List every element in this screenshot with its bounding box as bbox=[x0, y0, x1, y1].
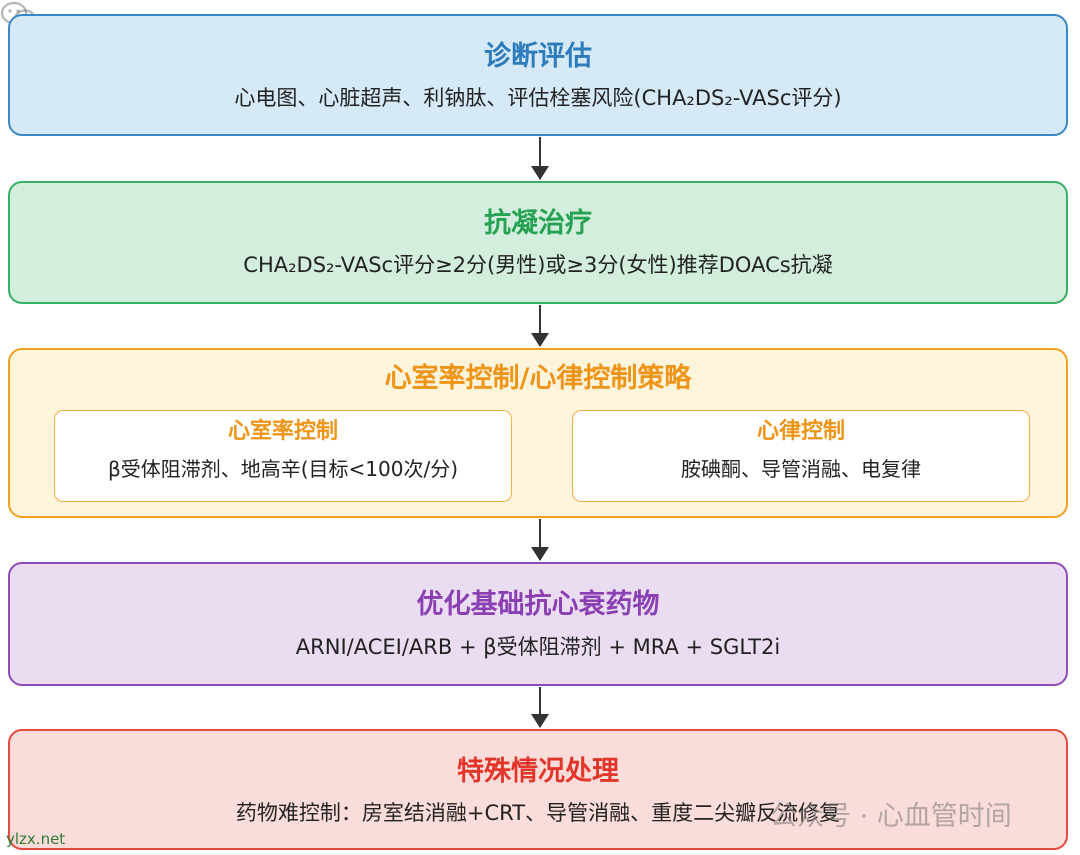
watermark-text: 公众号 · 心血管时间 bbox=[770, 801, 1012, 832]
rate-control-title: 心室率控制 bbox=[227, 419, 338, 444]
strategy-title: 心室率控制/心律控制策略 bbox=[384, 363, 692, 394]
rhythm-control-box: 心律控制 胺碘酮、导管消融、电复律 bbox=[572, 410, 1030, 502]
hf-meds-desc: ARNI/ACEI/ARB + β受体阻滞剂 + MRA + SGLT2i bbox=[295, 635, 781, 659]
flow-arrow-4 bbox=[531, 687, 549, 728]
hf-meds-box: 优化基础抗心衰药物 ARNI/ACEI/ARB + β受体阻滞剂 + MRA +… bbox=[8, 562, 1068, 686]
anticoag-box: 抗凝治疗 CHA₂DS₂-VASc评分≥2分(男性)或≥3分(女性)推荐DOAC… bbox=[8, 181, 1068, 304]
site-tag: ylzx.net bbox=[6, 830, 66, 848]
flow-arrow-1 bbox=[531, 137, 549, 180]
diagnosis-box: 诊断评估 心电图、心脏超声、利钠肽、评估栓塞风险(CHA₂DS₂-VASc评分) bbox=[8, 14, 1068, 136]
rhythm-control-title: 心律控制 bbox=[756, 419, 845, 444]
flow-arrow-3 bbox=[531, 519, 549, 561]
rhythm-control-desc: 胺碘酮、导管消融、电复律 bbox=[681, 457, 921, 481]
special-desc: 药物难控制：房室结消融+CRT、导管消融、重度二尖瓣反流修复 bbox=[235, 801, 841, 825]
anticoag-title: 抗凝治疗 bbox=[484, 208, 592, 239]
rate-control-desc: β受体阻滞剂、地高辛(目标<100次/分) bbox=[107, 457, 459, 481]
anticoag-desc: CHA₂DS₂-VASc评分≥2分(男性)或≥3分(女性)推荐DOACs抗凝 bbox=[243, 253, 833, 277]
diagnosis-desc: 心电图、心脏超声、利钠肽、评估栓塞风险(CHA₂DS₂-VASc评分) bbox=[234, 86, 842, 110]
special-title: 特殊情况处理 bbox=[457, 756, 619, 787]
special-box: 特殊情况处理 药物难控制：房室结消融+CRT、导管消融、重度二尖瓣反流修复 bbox=[8, 729, 1068, 850]
strategy-box: 心室率控制/心律控制策略 心室率控制 β受体阻滞剂、地高辛(目标<100次/分)… bbox=[8, 348, 1068, 518]
diagnosis-title: 诊断评估 bbox=[484, 41, 592, 72]
hf-meds-title: 优化基础抗心衰药物 bbox=[416, 589, 660, 620]
flow-arrow-2 bbox=[531, 305, 549, 347]
rate-control-box: 心室率控制 β受体阻滞剂、地高辛(目标<100次/分) bbox=[54, 410, 512, 502]
